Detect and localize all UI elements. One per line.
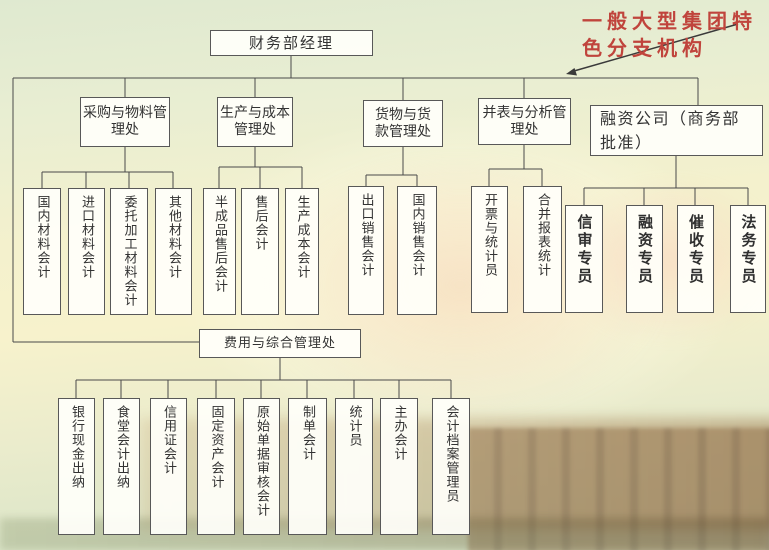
node-original-documents-audit-accountant: 原始单据审核会计 (243, 398, 280, 535)
node-fixed-assets-accountant: 固定资产会计 (197, 398, 235, 535)
node-letter-of-credit-accountant: 信用证会计 (150, 398, 187, 535)
node-production-cost-accountant: 生产成本会计 (285, 188, 319, 315)
annotation-note: 一般大型集团特色分支机构 (582, 9, 757, 60)
node-consolidation-analysis-dept: 并表与分析管理处 (478, 98, 571, 145)
node-statistician: 统计员 (335, 398, 373, 535)
node-export-sales-accountant: 出口销售会计 (348, 186, 384, 315)
node-procurement-materials-dept: 采购与物料管理处 (80, 97, 170, 147)
node-financing-specialist: 融资专员 (626, 205, 663, 313)
node-credit-review-specialist: 信审专员 (565, 205, 603, 313)
node-chief-accountant: 主办会计 (380, 398, 418, 535)
node-consolidated-statements-statistics: 合并报表统计 (523, 186, 562, 313)
node-domestic-materials-accountant: 国内材料会计 (23, 188, 61, 315)
node-collections-specialist: 催收专员 (677, 205, 714, 313)
node-voucher-accountant: 制单会计 (288, 398, 327, 535)
node-consigned-processing-materials-accountant: 委托加工材料会计 (110, 188, 148, 315)
node-domestic-sales-accountant: 国内销售会计 (397, 186, 437, 315)
node-finance-manager: 财务部经理 (210, 30, 373, 56)
node-other-materials-accountant: 其他材料会计 (155, 188, 192, 315)
node-import-materials-accountant: 进口材料会计 (68, 188, 105, 315)
node-expense-general-dept: 费用与综合管理处 (199, 329, 361, 358)
node-canteen-accountant-cashier: 食堂会计出纳 (103, 398, 140, 535)
node-bank-cash-cashier: 银行现金出纳 (58, 398, 95, 535)
node-semifinished-aftersales-accountant: 半成品售后会计 (203, 188, 236, 315)
node-production-cost-dept: 生产与成本管理处 (217, 97, 293, 147)
node-financing-company: 融资公司（商务部批准） (590, 105, 763, 156)
node-aftersales-accountant: 售后会计 (241, 188, 279, 315)
node-goods-payment-dept: 货物与货款管理处 (363, 100, 443, 147)
node-invoicing-statistics-clerk: 开票与统计员 (471, 186, 508, 313)
node-legal-specialist: 法务专员 (730, 205, 766, 313)
node-accounting-archives-admin: 会计档案管理员 (432, 398, 470, 535)
